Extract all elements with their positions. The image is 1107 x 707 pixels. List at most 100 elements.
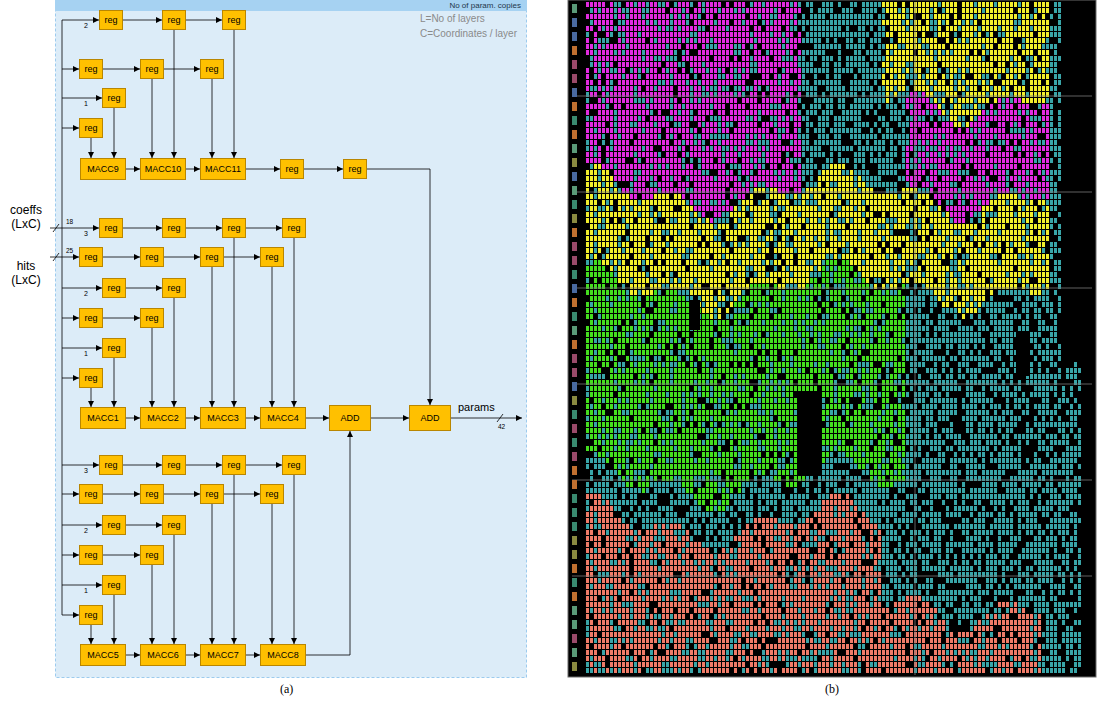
io-column xyxy=(572,242,577,251)
signal-arrow xyxy=(164,494,200,495)
tap-wire xyxy=(62,494,79,495)
register-box: reg xyxy=(162,10,186,30)
register-box: reg xyxy=(200,59,224,79)
io-column xyxy=(572,606,577,615)
connector-group xyxy=(91,20,430,655)
box-label: MACC8 xyxy=(267,651,299,660)
box-label: MACC9 xyxy=(87,165,119,174)
signal-arrow xyxy=(103,257,140,258)
io-column xyxy=(572,354,577,363)
io-column xyxy=(572,88,577,97)
box-label: reg xyxy=(205,65,218,74)
panel-caption: (b) xyxy=(825,683,839,697)
io-column xyxy=(572,298,577,307)
delay-count: 1 xyxy=(84,100,88,108)
box-label: reg xyxy=(84,551,97,560)
register-box: reg xyxy=(162,515,186,535)
signal-arrow xyxy=(174,298,175,407)
signal-arrow xyxy=(164,257,200,258)
signal-arrow xyxy=(152,328,153,407)
signal-arrow xyxy=(126,169,140,170)
io-column xyxy=(572,214,577,223)
io-column xyxy=(572,648,577,657)
output-wire xyxy=(451,418,522,419)
register-box: reg xyxy=(79,118,103,138)
box-label: reg xyxy=(84,65,97,74)
box-label: No of param. copies xyxy=(55,0,527,11)
io-column xyxy=(572,326,577,335)
bus-width: 18 xyxy=(66,218,73,225)
bus-slash xyxy=(53,253,59,261)
signal-arrow xyxy=(234,30,235,158)
signal-arrow xyxy=(246,418,260,419)
box-label: reg xyxy=(167,521,180,530)
signal-arrow xyxy=(103,69,140,70)
io-column xyxy=(572,508,577,517)
fpga-floorplan xyxy=(568,0,1096,677)
delay-count: 3 xyxy=(84,230,88,238)
signal-arrow xyxy=(114,595,115,644)
box-label: MACC3 xyxy=(207,414,239,423)
io-column xyxy=(572,578,577,587)
region-bar xyxy=(55,0,527,11)
box-label: reg xyxy=(287,224,300,233)
signal-arrow xyxy=(126,525,162,526)
box-label: reg xyxy=(145,253,158,262)
note-text: L=No of layers xyxy=(420,13,485,25)
note-text: C=Coordinates / layer xyxy=(420,28,517,40)
placed-cells xyxy=(586,260,905,511)
signal-arrow xyxy=(114,358,115,407)
box-label: reg xyxy=(107,581,120,590)
register-box: reg xyxy=(79,605,103,625)
macc-block: MACC4 xyxy=(260,407,306,429)
io-column xyxy=(572,340,577,349)
box-label: MACC10 xyxy=(145,165,182,174)
tap-wire xyxy=(62,615,79,616)
io-column xyxy=(572,494,577,503)
macc-block: MACC8 xyxy=(260,644,306,666)
signal-arrow xyxy=(114,108,115,158)
panel-caption: (a) xyxy=(280,683,293,697)
register-box: reg xyxy=(200,484,224,504)
signal-arrow xyxy=(234,475,235,644)
register-box: reg xyxy=(200,247,224,267)
box-label: ADD xyxy=(340,414,359,423)
io-column xyxy=(572,424,577,433)
signal-arrow xyxy=(246,465,282,466)
blocked-area xyxy=(690,300,700,330)
signal-arrow xyxy=(306,431,350,655)
signal-arrow xyxy=(186,655,200,656)
register-box: reg xyxy=(79,545,103,565)
adder-block: ADD xyxy=(329,405,371,431)
register-box: reg xyxy=(282,218,306,238)
tap-wire xyxy=(62,525,102,526)
input-bus xyxy=(50,20,522,615)
register-box: reg xyxy=(102,575,126,595)
signal-arrow xyxy=(246,655,260,656)
register-box: reg xyxy=(102,515,126,535)
register-box: reg xyxy=(79,247,103,267)
box-label: reg xyxy=(287,461,300,470)
clock-region-line xyxy=(572,576,1092,577)
register-box: reg xyxy=(260,247,284,267)
macc-block: MACC6 xyxy=(140,644,186,666)
floorplan-ground xyxy=(568,0,1096,677)
tap-wire xyxy=(62,257,79,258)
signal-arrow xyxy=(126,288,162,289)
io-column xyxy=(572,32,577,41)
param-copy-region: No of param. copiesregregregregregregreg… xyxy=(55,0,527,678)
signal-arrow xyxy=(152,79,153,158)
macc-block: MACC7 xyxy=(200,644,246,666)
io-column xyxy=(572,200,577,209)
signal-arrow xyxy=(304,169,343,170)
clock-region-line xyxy=(572,192,1092,193)
tap-wire xyxy=(62,128,79,129)
signal-arrow xyxy=(126,655,140,656)
signal-arrow xyxy=(103,318,140,319)
box-label: reg xyxy=(84,253,97,262)
signal-arrow xyxy=(123,20,162,21)
box-label: reg xyxy=(227,16,240,25)
signal-arrow xyxy=(123,465,162,466)
register-box: reg xyxy=(102,338,126,358)
macc-block: MACC5 xyxy=(80,644,126,666)
